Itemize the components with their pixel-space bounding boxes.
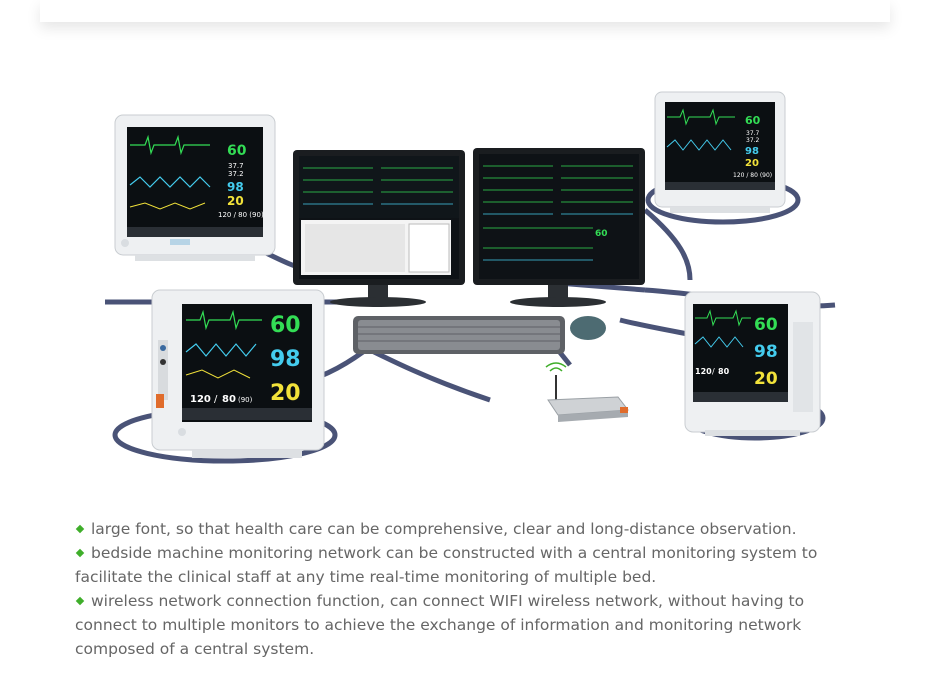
feature-text: large font, so that health care can be c… xyxy=(91,520,797,538)
bedside-monitor-bottom-left: 60 98 20 120 / 80 (90) xyxy=(151,289,325,458)
diamond-bullet-icon xyxy=(75,596,85,605)
feature-item: large font, so that health care can be c… xyxy=(75,517,845,541)
feature-item: wireless network connection function, ca… xyxy=(75,589,845,661)
temp-value: 37.7 xyxy=(228,162,244,170)
wireless-router xyxy=(545,362,629,422)
nibp-dia: 80 xyxy=(222,394,236,405)
header-shadow-bar xyxy=(40,0,890,22)
central-monitoring-network-illustration: 60 37.7 37.2 98 20 120 / 80 (90) 60 37.7… xyxy=(105,91,836,464)
spo2-value: 98 xyxy=(745,146,759,157)
temp-value: 37.7 xyxy=(746,130,760,137)
temp-value: 37.2 xyxy=(746,137,760,144)
keyboard xyxy=(353,316,565,354)
nibp-sys: 120 xyxy=(695,367,712,376)
mouse xyxy=(570,316,606,340)
nibp-dia: 80 xyxy=(718,367,730,376)
bedside-monitor-top-right: 60 37.7 37.2 98 20 120 / 80 (90) xyxy=(654,91,786,213)
temp-value: 37.2 xyxy=(228,170,244,178)
central-station-screen-right: 60 xyxy=(473,148,645,307)
nibp-sys: 120 xyxy=(190,394,211,405)
bedside-monitor-bottom-right: 60 98 20 120 / 80 xyxy=(684,291,821,436)
spo2-value: 98 xyxy=(270,347,301,372)
nibp-value: 120 / 80 (90) xyxy=(733,172,772,179)
nibp-value: 120 / 80 (90) xyxy=(218,211,264,219)
feature-list: large font, so that health care can be c… xyxy=(75,517,845,661)
hr-value: 60 xyxy=(745,114,761,127)
spo2-value: 98 xyxy=(754,342,778,362)
central-station-screen-left xyxy=(293,150,465,307)
nibp-map: (90) xyxy=(238,396,253,404)
svg-text:/: / xyxy=(712,367,715,376)
bedside-monitor-top-left: 60 37.7 37.2 98 20 120 / 80 (90) xyxy=(114,114,276,261)
feature-text: bedside machine monitoring network can b… xyxy=(75,544,818,586)
svg-text:/: / xyxy=(214,394,218,405)
feature-item: bedside machine monitoring network can b… xyxy=(75,541,845,589)
feature-text: wireless network connection function, ca… xyxy=(75,592,805,658)
diamond-bullet-icon xyxy=(75,524,85,533)
resp-value: 20 xyxy=(227,194,244,208)
hr-value: 60 xyxy=(227,143,247,159)
resp-value: 20 xyxy=(745,158,759,169)
spo2-value: 98 xyxy=(227,180,244,194)
center-hr-value: 60 xyxy=(595,229,608,239)
diamond-bullet-icon xyxy=(75,548,85,557)
resp-value: 20 xyxy=(754,369,778,389)
resp-value: 20 xyxy=(270,381,301,406)
hr-value: 60 xyxy=(754,315,778,335)
hr-value: 60 xyxy=(270,313,301,338)
